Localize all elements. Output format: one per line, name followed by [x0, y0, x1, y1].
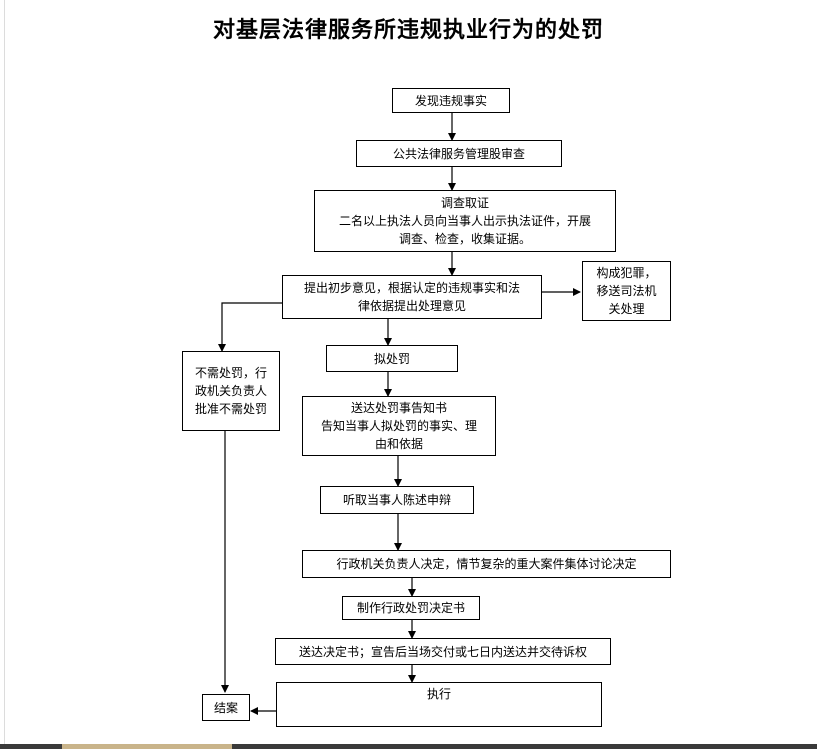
diagram-title: 对基层法律服务所违规执业行为的处罚	[212, 18, 604, 43]
page-left-rule	[4, 0, 5, 749]
node-text-line: 二名以上执法人员向当事人出示执法证件，开展	[338, 214, 591, 228]
node-text-line: 移送司法机	[596, 284, 657, 298]
node-text-line: 听取当事人陈述申辩	[342, 493, 451, 507]
node-text-line: 不需处罚，行	[194, 366, 267, 380]
arrow-opinion-to-no-penalty	[218, 302, 282, 352]
node-hear-statement: 听取当事人陈述申辩	[320, 486, 474, 514]
bottom-edge-accent	[62, 744, 232, 749]
node-make-decision-document: 制作行政处罚决定书	[342, 596, 480, 620]
node-text-line: 律依据提出处理意见	[357, 299, 466, 313]
node-preliminary-opinion: 提出初步意见，根据认定的违规事实和法律依据提出处理意见	[282, 275, 542, 319]
node-text-line: 行政机关负责人决定，情节复杂的重大案件集体讨论决定	[336, 557, 637, 571]
node-text-line: 送达处罚事告知书	[350, 401, 447, 415]
node-text-line: 政机关负责人	[194, 384, 267, 398]
node-execute: 执行	[276, 682, 602, 727]
node-authority-decision: 行政机关负责人决定，情节复杂的重大案件集体讨论决定	[302, 550, 671, 578]
node-discover-violation: 发现违规事实	[392, 88, 510, 113]
node-text-line: 制作行政处罚决定书	[356, 601, 465, 615]
node-text-line: 提出初步意见，根据认定的违规事实和法	[303, 281, 520, 295]
node-text-line: 构成犯罪，	[596, 266, 657, 280]
node-text-line: 送达决定书；宣告后当场交付或七日内送达并交待诉权	[298, 644, 587, 659]
node-text-line: 告知当事人拟处罚的事实、理	[320, 419, 477, 433]
node-investigate: 调查取证二名以上执法人员向当事人出示执法证件，开展调查、检查，收集证据。	[314, 190, 616, 252]
node-text-line: 由和依据	[374, 437, 423, 451]
node-deliver-decision: 送达决定书；宣告后当场交付或七日内送达并交待诉权	[275, 638, 611, 665]
node-text-line: 公共法律服务管理股审查	[392, 146, 525, 161]
node-notify-penalty: 送达处罚事告知书告知当事人拟处罚的事实、理由和依据	[302, 396, 496, 456]
node-text-line: 调查、检查，收集证据。	[398, 232, 531, 246]
node-text-line: 关处理	[608, 302, 645, 316]
node-text-line: 发现违规事实	[414, 93, 487, 108]
node-text-line: 批准不需处罚	[194, 402, 267, 416]
node-crime-transfer: 构成犯罪， 移送司法机关处理	[582, 261, 671, 321]
node-close-case: 结案	[202, 694, 250, 721]
node-text-line: 拟处罚	[373, 351, 410, 366]
node-text-line: 结案	[213, 700, 238, 715]
bottom-edge-strip	[0, 744, 817, 749]
node-no-penalty: 不需处罚，行政机关负责人批准不需处罚	[182, 351, 280, 431]
node-propose-penalty: 拟处罚	[326, 345, 458, 372]
node-text-line: 执行	[426, 687, 451, 701]
node-text-line: 调查取证	[440, 196, 489, 210]
node-legal-service-review: 公共法律服务管理股审查	[356, 140, 562, 167]
